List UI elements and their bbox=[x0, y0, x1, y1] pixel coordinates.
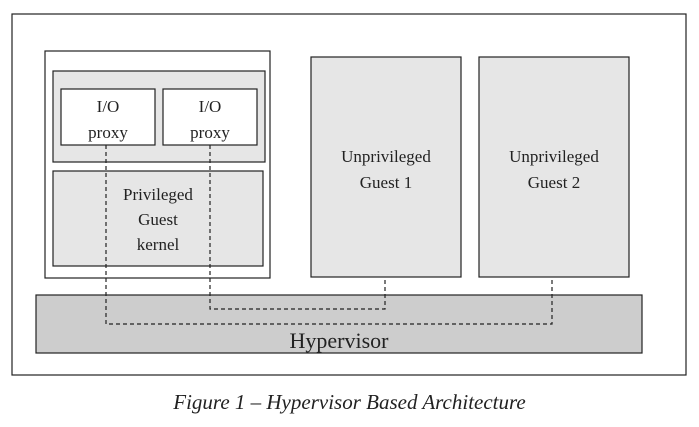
privileged-guest-kernel-line2: Guest bbox=[138, 210, 178, 229]
figure-caption: Figure 1 – Hypervisor Based Architecture bbox=[173, 390, 526, 414]
io-proxy-2-line2: proxy bbox=[190, 123, 230, 142]
unprivileged-guest-1-line2: Guest 1 bbox=[360, 173, 412, 192]
io-proxy-1-line2: proxy bbox=[88, 123, 128, 142]
io-proxy-1-line1: I/O bbox=[97, 97, 120, 116]
unprivileged-guest-2-line1: Unprivileged bbox=[509, 147, 599, 166]
io-proxy-1-box bbox=[60, 88, 156, 146]
privileged-guest-kernel-line1: Privileged bbox=[123, 185, 193, 204]
unprivileged-guest-1-line1: Unprivileged bbox=[341, 147, 431, 166]
privileged-guest-kernel-line3: kernel bbox=[137, 235, 180, 254]
privileged-guest-kernel-box bbox=[52, 170, 264, 267]
unprivileged-guest-2-line2: Guest 2 bbox=[528, 173, 580, 192]
architecture-diagram: Hypervisor I/O proxy I/O proxy Privilege… bbox=[11, 13, 687, 376]
unprivileged-guest-1-box bbox=[310, 56, 462, 278]
unprivileged-guest-2-box bbox=[478, 56, 630, 278]
hypervisor-label: Hypervisor bbox=[290, 328, 390, 353]
io-proxy-2-box bbox=[162, 88, 258, 146]
io-proxy-2-line1: I/O bbox=[199, 97, 222, 116]
io-proxy-1-to-guest-2-connection bbox=[105, 145, 553, 325]
